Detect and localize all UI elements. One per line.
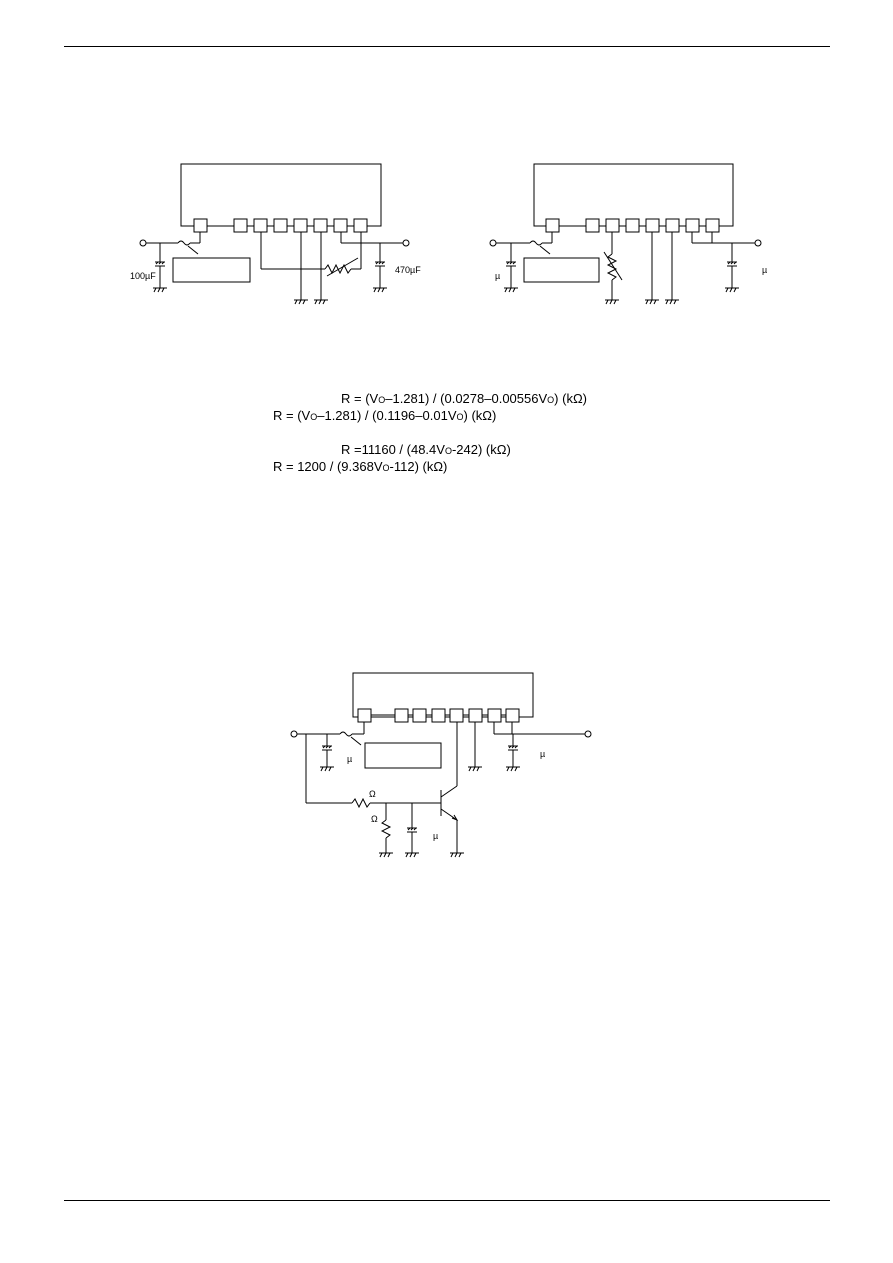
- input-terminal: [489, 239, 497, 247]
- equation-1: R = (VO–1.281) / (0.0278–0.00556VO) (kΩ): [341, 391, 587, 406]
- cap-in-label: 100µF: [130, 271, 156, 281]
- circuit-diagram-2: µ µ: [489, 163, 767, 305]
- cap-in-label: µ: [495, 271, 500, 281]
- header-rule: [64, 46, 830, 47]
- output-terminal: [754, 239, 762, 247]
- ground-icon: [153, 287, 167, 293]
- output-terminal: [584, 730, 592, 738]
- variable-resistor-icon: [606, 253, 618, 281]
- output-terminal: [402, 239, 410, 247]
- control-block: [172, 257, 251, 283]
- cap-out-label: µ: [762, 265, 767, 275]
- control-block: [523, 257, 600, 283]
- circuit-diagram-3: µ Ω Ω µ: [290, 672, 592, 858]
- input-terminal: [139, 239, 147, 247]
- cap-out-label: 470µF: [395, 265, 421, 275]
- control-block: [364, 742, 442, 769]
- resistor-icon: [351, 797, 371, 809]
- res-v-label: Ω: [371, 814, 378, 824]
- transistor-icon: [440, 785, 459, 822]
- ic-body: [533, 163, 734, 227]
- input-terminal: [290, 730, 298, 738]
- ic-body: [180, 163, 382, 227]
- cap-base-label: µ: [433, 831, 438, 841]
- cap-out-label: µ: [540, 749, 545, 759]
- equation-3: R =11160 / (48.4VO-242) (kΩ): [341, 442, 511, 457]
- ground-icon: [373, 287, 387, 293]
- cap-in-label: µ: [347, 754, 352, 764]
- footer-rule: [64, 1200, 830, 1201]
- res-h-label: Ω: [369, 789, 376, 799]
- equation-2: R = (VO–1.281) / (0.1196–0.01VO) (kΩ): [273, 408, 497, 423]
- ground-icon: [294, 299, 328, 305]
- equation-4: R = 1200 / (9.368VO-112) (kΩ): [273, 459, 448, 474]
- resistor-icon: [380, 819, 392, 839]
- variable-resistor-icon: [324, 263, 352, 275]
